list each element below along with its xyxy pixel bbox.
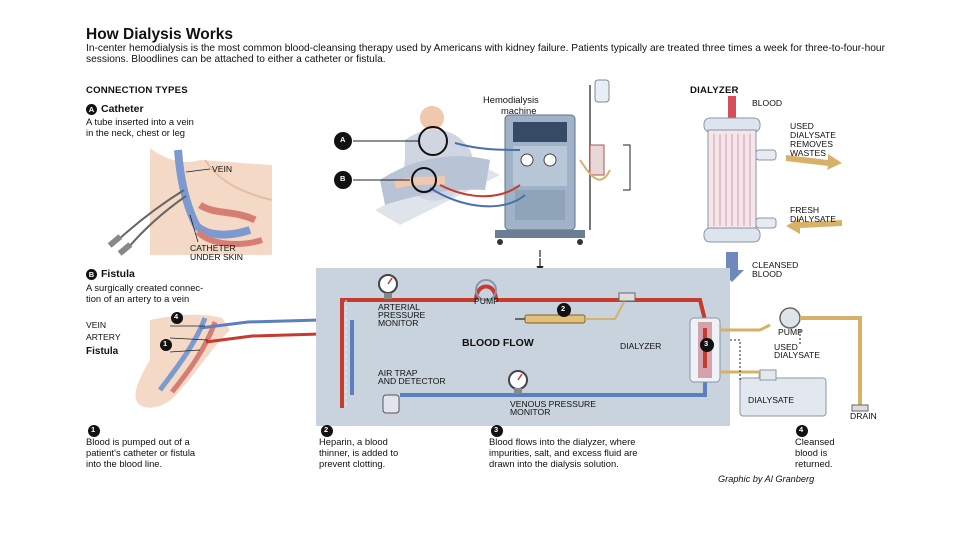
- step-1-line3: into the blood line.: [86, 458, 163, 469]
- fistula-illustration: [135, 312, 348, 408]
- step-2-line2: thinner, is added to: [319, 447, 399, 458]
- catheter-desc-2: in the neck, chest or leg: [86, 127, 186, 138]
- step-3-num: 3: [494, 425, 499, 434]
- dialyzer-detail-illustration: [703, 96, 842, 282]
- dialyzer-blood-label: BLOOD: [752, 98, 783, 108]
- catheter-title: Catheter: [101, 103, 144, 115]
- step-1-line2: patient's catheter or fistula: [86, 447, 196, 458]
- catheter-badge: A: [86, 103, 97, 115]
- arterial-monitor-3: MONITOR: [378, 318, 419, 328]
- drain-label: DRAIN: [850, 411, 877, 421]
- fistula-num-4: 4: [174, 312, 179, 321]
- step-3-line1: Blood flows into the dialyzer, where: [489, 436, 636, 447]
- page-title: How Dialysis Works: [86, 26, 234, 43]
- arterial-monitor-1: ARTERIAL: [378, 302, 420, 312]
- fistula-desc-1: A surgically created connec-: [86, 282, 204, 293]
- step-3-line3: drawn into the dialysis solution.: [489, 458, 619, 469]
- connection-types-heading: CONNECTION TYPES: [86, 85, 188, 96]
- pump-label: PUMP: [474, 296, 499, 306]
- fistula-num-1: 1: [163, 339, 168, 348]
- step-2-num: 2: [324, 425, 329, 434]
- fresh-dialysate-2: DIALYSATE: [790, 214, 837, 224]
- used-dialysate-4: WASTES: [790, 148, 826, 158]
- fistula-heading: B Fistula: [86, 268, 135, 280]
- graphic-credit: Graphic by Al Granberg: [718, 474, 815, 484]
- venous-monitor-1: VENOUS PRESSURE: [510, 399, 596, 409]
- used-dialysate-1: USED: [790, 121, 814, 131]
- pump2-label: PUMP: [778, 327, 803, 337]
- callout-b: B: [340, 174, 346, 183]
- panel-used-dialysate-2: DIALYSATE: [774, 350, 821, 360]
- fistula-label: Fistula: [86, 346, 119, 357]
- fistula-vein-label: VEIN: [86, 320, 107, 330]
- intro-text: In-center hemodialysis is the most commo…: [86, 43, 885, 66]
- panel-used-dialysate-1: USED: [774, 342, 798, 352]
- step-bullets: [88, 425, 808, 437]
- catheter-illustration: [107, 148, 273, 256]
- cleansed-blood-2: BLOOD: [752, 269, 783, 279]
- catheter-vein-label: VEIN: [212, 164, 233, 174]
- step-4-line3: returned.: [795, 458, 833, 469]
- heparin-num: 2: [561, 304, 566, 313]
- step-4-line1: Cleansed: [795, 436, 835, 447]
- catheter-under-skin-label-2: UNDER SKIN: [190, 252, 244, 262]
- patient-machine-illustration: [334, 79, 631, 274]
- catheter-desc-1: A tube inserted into a vein: [86, 116, 194, 127]
- dialysate-label: DIALYSATE: [748, 395, 795, 405]
- step-2-line3: prevent clotting.: [319, 458, 386, 469]
- fresh-dialysate-1: FRESH: [790, 205, 820, 215]
- step-2-line1: Heparin, a blood: [319, 436, 388, 447]
- venous-monitor-2: MONITOR: [510, 407, 551, 417]
- cleansed-blood-1: CLEANSED: [752, 260, 799, 270]
- blood-flow-title: BLOOD FLOW: [462, 337, 534, 349]
- panel-dialyzer-label: DIALYZER: [620, 341, 662, 351]
- catheter-heading: A Catheter: [86, 103, 144, 115]
- fistula-desc-2: tion of an artery to a vein: [86, 293, 190, 304]
- used-dialysate-2: DIALYSATE: [790, 130, 837, 140]
- blood-flow-panel: [316, 268, 869, 426]
- arterial-monitor-2: PRESSURE: [378, 310, 426, 320]
- fistula-artery-label: ARTERY: [86, 332, 121, 342]
- dialyzer-num: 3: [704, 339, 709, 348]
- dialyzer-heading: DIALYZER: [690, 85, 739, 96]
- callout-a: A: [340, 135, 346, 144]
- air-trap-1: AIR TRAP: [378, 368, 418, 378]
- step-4-line2: blood is: [795, 447, 828, 458]
- step-4-num: 4: [799, 425, 804, 434]
- step-1-line1: Blood is pumped out of a: [86, 436, 190, 447]
- machine-label-1: Hemodialysis: [483, 94, 539, 105]
- fistula-badge: B: [86, 268, 97, 280]
- fistula-title: Fistula: [101, 268, 135, 280]
- step-1-num: 1: [91, 425, 96, 434]
- air-trap-2: AND DETECTOR: [378, 376, 446, 386]
- step-3-line2: impurities, salt, and excess fluid are: [489, 447, 638, 458]
- catheter-under-skin-label-1: CATHETER: [190, 243, 236, 253]
- used-dialysate-3: REMOVES: [790, 139, 833, 149]
- machine-label-2: machine: [501, 105, 537, 116]
